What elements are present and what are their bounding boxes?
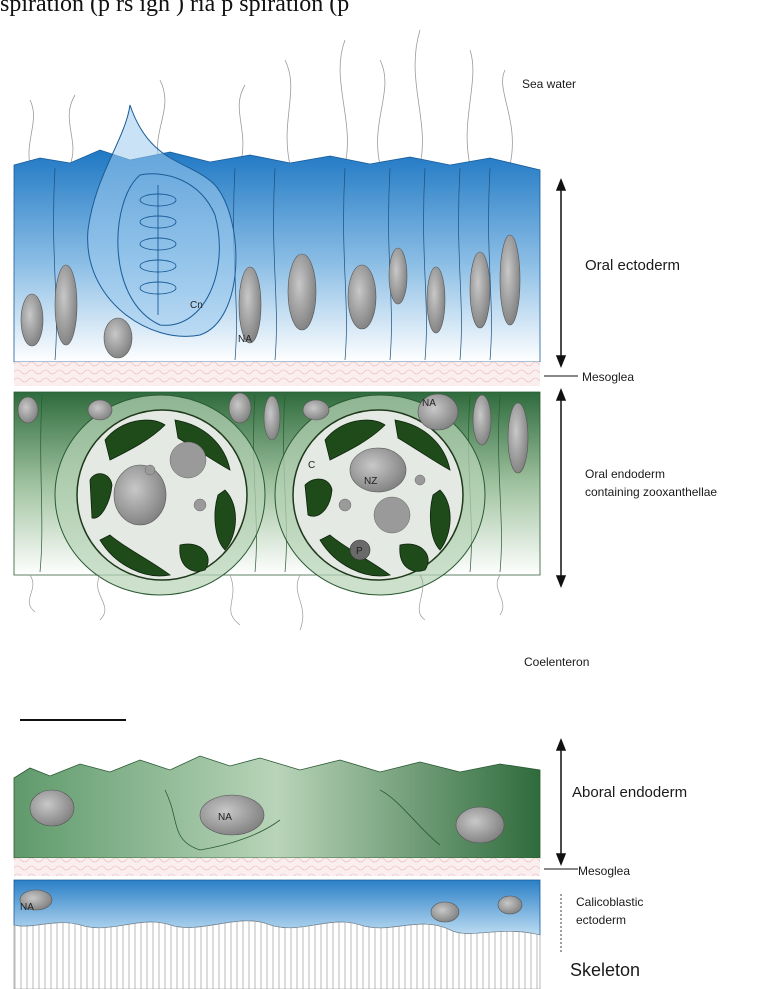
label-aboral-endoderm: Aboral endoderm [572, 784, 687, 801]
label-chloroplast: C [308, 460, 315, 471]
label-pyrenoid: P [356, 546, 363, 557]
label-nucleus-endo: NA [422, 398, 436, 409]
label-nucleus-zoox: NZ [364, 476, 377, 487]
label-oral-endoderm-2: containing zooxanthellae [585, 485, 717, 499]
label-sea-water: Sea water [522, 77, 576, 91]
label-oral-ectoderm: Oral ectoderm [585, 257, 680, 274]
label-mesoglea-top: Mesoglea [582, 370, 634, 384]
label-skeleton: Skeleton [570, 960, 640, 980]
label-oral-endoderm-1: Oral endoderm [585, 467, 665, 481]
oral-ectoderm-layer [14, 105, 540, 362]
label-nucleus-calico: NA [20, 902, 34, 913]
label-nucleus-aboral: NA [218, 812, 232, 823]
aboral-endoderm-layer [14, 756, 540, 858]
label-nucleus-ecto: NA [238, 334, 252, 345]
oral-endoderm-layer [14, 392, 540, 595]
label-mesoglea-bottom: Mesoglea [578, 864, 630, 878]
coelenteron-strands [29, 575, 503, 630]
label-coelenteron: Coelenteron [524, 655, 589, 669]
label-calicoblastic-1: Calicoblastic [576, 895, 643, 909]
label-calicoblastic-2: ectoderm [576, 913, 626, 927]
side-arrows [557, 180, 565, 952]
cilia [29, 30, 512, 165]
label-cnidocyst: Cn [190, 300, 203, 311]
